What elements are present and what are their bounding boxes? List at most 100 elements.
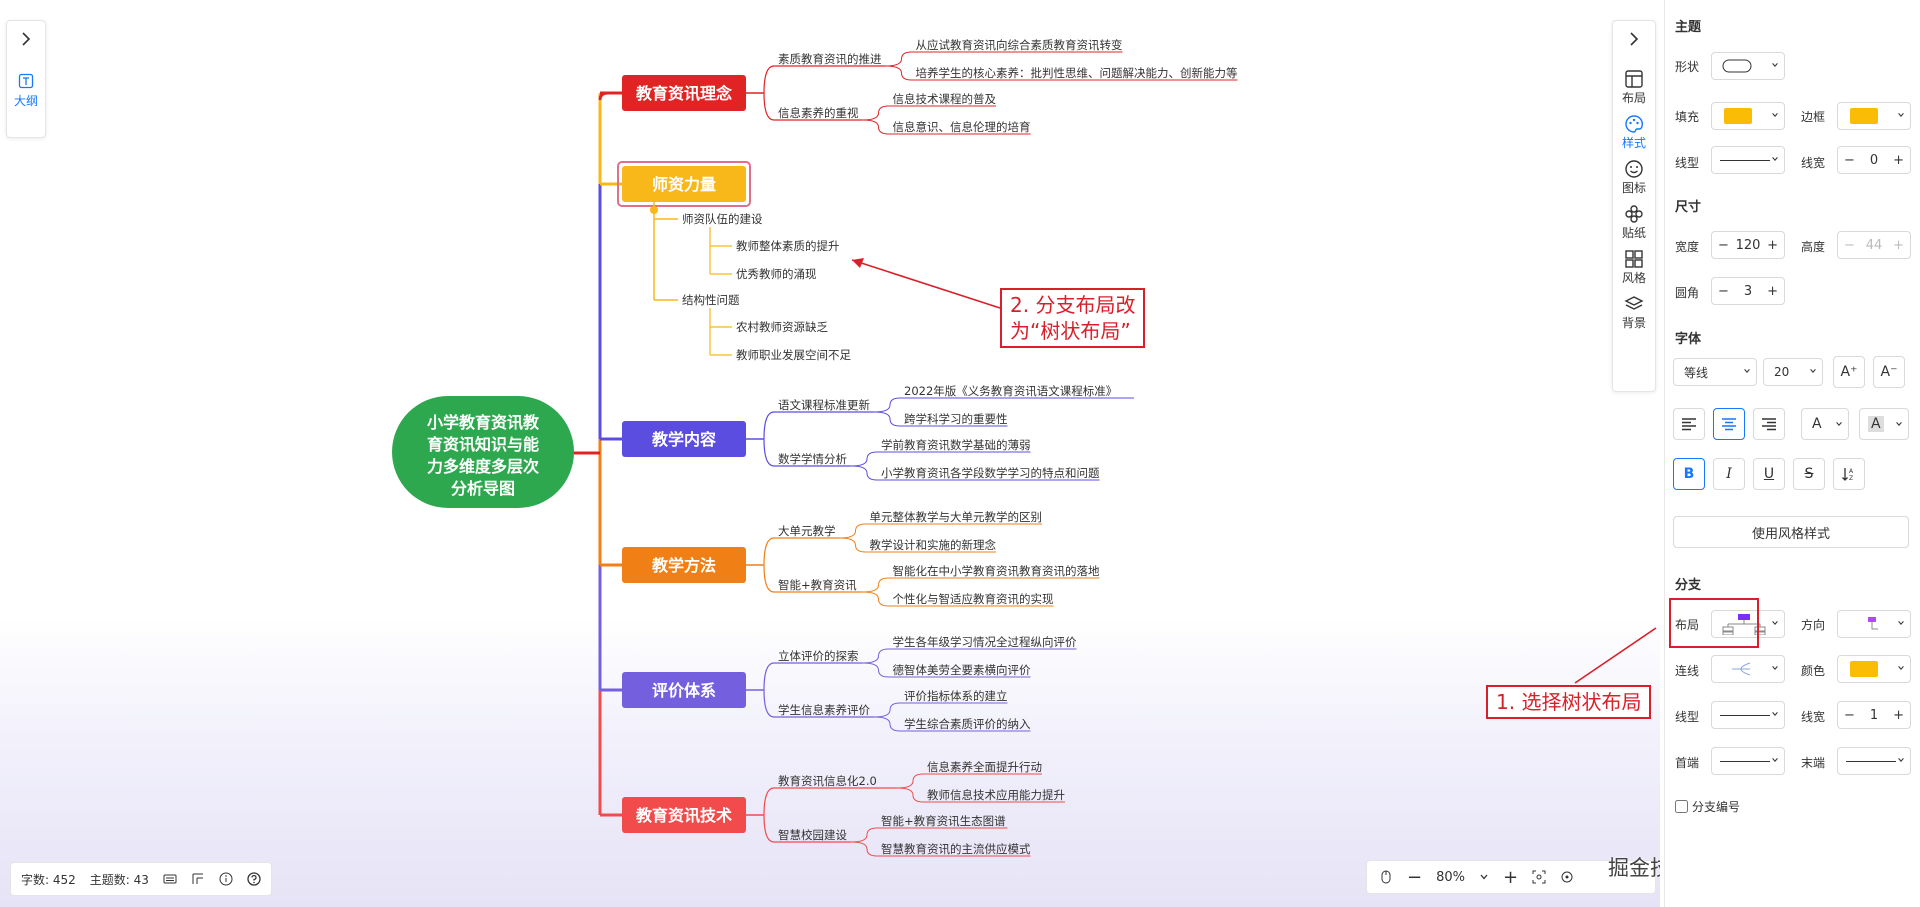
radius-stepper[interactable]: − 3 + (1711, 277, 1785, 305)
leaf-topic[interactable]: 个性化与智适应教育资讯的实现 (893, 592, 1054, 606)
branch-title[interactable]: 教育资讯技术 (636, 806, 732, 825)
font-decrease-button[interactable]: A⁻ (1873, 356, 1905, 388)
branch-linewidth-value[interactable]: 1 (1869, 707, 1879, 723)
border-color-select[interactable] (1837, 102, 1911, 130)
sub-topic[interactable]: 数学学情分析 (778, 452, 847, 466)
leaf-topic[interactable]: 智能化在中小学教育资讯教育资讯的落地 (893, 564, 1100, 578)
branch-title[interactable]: 教育资讯理念 (636, 84, 733, 103)
linewidth-stepper[interactable]: − 0 + (1837, 146, 1911, 174)
font-size-select[interactable]: 20 (1763, 358, 1823, 386)
leaf-topic[interactable]: 教师信息技术应用能力提升 (927, 788, 1065, 802)
bold-button[interactable]: B (1673, 458, 1705, 490)
branch-number-checkbox[interactable] (1675, 800, 1688, 813)
leaf-topic[interactable]: 智能+教育资讯生态图谱 (881, 814, 1006, 828)
leaf-topic[interactable]: 信息意识、信息伦理的培育 (893, 120, 1031, 134)
branch-layout-select[interactable] (1711, 610, 1785, 638)
branch-linewidth-stepper[interactable]: − 1 + (1837, 701, 1911, 729)
branch-direction-select[interactable] (1837, 610, 1911, 638)
leaf-topic[interactable]: 信息素养全面提升行动 (927, 760, 1042, 774)
leaf-topic[interactable]: 教师职业发展空间不足 (736, 348, 851, 362)
align-left-button[interactable] (1673, 408, 1705, 440)
branch-number-toggle[interactable]: 分支编号 (1675, 798, 1740, 815)
decrement-button[interactable]: − (1844, 237, 1855, 253)
structure-icon[interactable] (191, 872, 205, 886)
leaf-topic[interactable]: 教师整体素质的提升 (736, 239, 840, 253)
branch-title[interactable]: 师资力量 (652, 175, 716, 194)
chevron-down-icon[interactable] (1479, 872, 1489, 882)
leaf-topic[interactable]: 农村教师资源缺乏 (736, 320, 828, 334)
sub-topic[interactable]: 信息素养的重视 (778, 106, 859, 120)
fill-color-select[interactable] (1711, 102, 1785, 130)
leaf-topic[interactable]: 优秀教师的涌现 (736, 267, 817, 281)
increment-button[interactable]: + (1767, 237, 1778, 253)
collapse-panel-button[interactable] (1613, 31, 1655, 51)
height-stepper[interactable]: − 44 + (1837, 231, 1911, 259)
root-title-line[interactable]: 力多维度多层次 (427, 457, 539, 476)
leaf-topic[interactable]: 小学教育资讯各学段数学学习的特点和问题 (881, 466, 1100, 480)
leaf-topic[interactable]: 教学设计和实施的新理念 (870, 538, 997, 552)
increment-button[interactable]: + (1893, 707, 1904, 723)
outline-button[interactable]: 大纲 (7, 73, 45, 109)
leaf-topic[interactable]: 信息技术课程的普及 (893, 92, 997, 106)
leaf-topic[interactable]: 跨学科学习的重要性 (904, 412, 1008, 426)
decrement-button[interactable]: − (1844, 707, 1855, 723)
root-title-line[interactable]: 育资讯知识与能 (427, 435, 539, 454)
sub-topic[interactable]: 素质教育资讯的推进 (778, 52, 882, 66)
shape-select[interactable] (1711, 52, 1785, 80)
zoom-out-button[interactable]: − (1407, 866, 1423, 888)
expand-left-button[interactable] (7, 31, 45, 51)
linewidth-value[interactable]: 0 (1869, 152, 1879, 168)
increment-button[interactable]: + (1893, 152, 1904, 168)
toolbar-background-button[interactable]: 背景 (1613, 294, 1655, 331)
toolbar-layout-button[interactable]: 布局 (1613, 69, 1655, 106)
leaf-topic[interactable]: 评价指标体系的建立 (904, 689, 1008, 703)
sub-topic[interactable]: 智能+教育资讯 (778, 578, 857, 592)
linetype-select[interactable] (1711, 146, 1785, 174)
info-icon[interactable] (219, 872, 233, 886)
locate-icon[interactable] (1560, 870, 1574, 884)
height-value[interactable]: 44 (1865, 237, 1883, 253)
root-title-line[interactable]: 小学教育资讯教 (427, 413, 540, 432)
toolbar-theme-button[interactable]: 风格 (1613, 249, 1655, 286)
toolbar-icon-button[interactable]: 图标 (1613, 159, 1655, 196)
apply-style-button[interactable]: 使用风格样式 (1673, 516, 1909, 548)
align-right-button[interactable] (1753, 408, 1785, 440)
sub-topic[interactable]: 大单元教学 (778, 524, 836, 538)
sub-topic[interactable]: 学生信息素养评价 (778, 703, 870, 717)
branch-node[interactable] (622, 75, 746, 111)
toolbar-sticker-button[interactable]: 贴纸 (1613, 204, 1655, 241)
width-stepper[interactable]: − 120 + (1711, 231, 1785, 259)
leaf-topic[interactable]: 单元整体教学与大单元教学的区别 (870, 510, 1043, 524)
sub-topic[interactable]: 智慧校园建设 (778, 828, 847, 842)
branch-color-select[interactable] (1837, 655, 1911, 683)
toolbar-style-button[interactable]: 样式 (1613, 114, 1655, 151)
connector-select[interactable] (1711, 655, 1785, 683)
leaf-topic[interactable]: 智慧教育资讯的主流供应模式 (881, 842, 1031, 856)
leaf-topic[interactable]: 培养学生的核心素养：批判性思维、问题解决能力、创新能力等 (916, 66, 1238, 80)
root-node[interactable] (392, 396, 574, 508)
leaf-topic[interactable]: 2022年版《义务教育资讯语文课程标准》 (904, 384, 1117, 398)
decrement-button[interactable]: − (1844, 152, 1855, 168)
zoom-in-button[interactable]: + (1503, 866, 1519, 888)
strikethrough-button[interactable]: S (1793, 458, 1825, 490)
leaf-topic[interactable]: 学生综合素质评价的纳入 (904, 717, 1031, 731)
keyboard-icon[interactable] (163, 872, 177, 886)
help-icon[interactable] (247, 872, 261, 886)
head-select[interactable] (1711, 747, 1785, 775)
width-value[interactable]: 120 (1735, 237, 1761, 253)
align-center-button[interactable] (1713, 408, 1745, 440)
branch-title[interactable]: 教学方法 (652, 556, 716, 575)
leaf-topic[interactable]: 学生各年级学习情况全过程纵向评价 (893, 635, 1077, 649)
increment-button[interactable]: + (1893, 237, 1904, 253)
radius-value[interactable]: 3 (1743, 283, 1753, 299)
branch-node[interactable] (622, 797, 746, 833)
highlight-color-select[interactable]: A (1859, 408, 1909, 440)
leaf-topic[interactable]: 德智体美劳全要素横向评价 (893, 663, 1031, 677)
decrement-button[interactable]: − (1718, 237, 1729, 253)
branch-node[interactable] (622, 672, 746, 708)
sub-topic[interactable]: 教育资讯信息化2.0 (778, 774, 877, 788)
leaf-topic[interactable]: 学前教育资讯数学基础的薄弱 (881, 438, 1031, 452)
font-color-select[interactable]: A (1801, 408, 1849, 440)
decrement-button[interactable]: − (1718, 283, 1729, 299)
